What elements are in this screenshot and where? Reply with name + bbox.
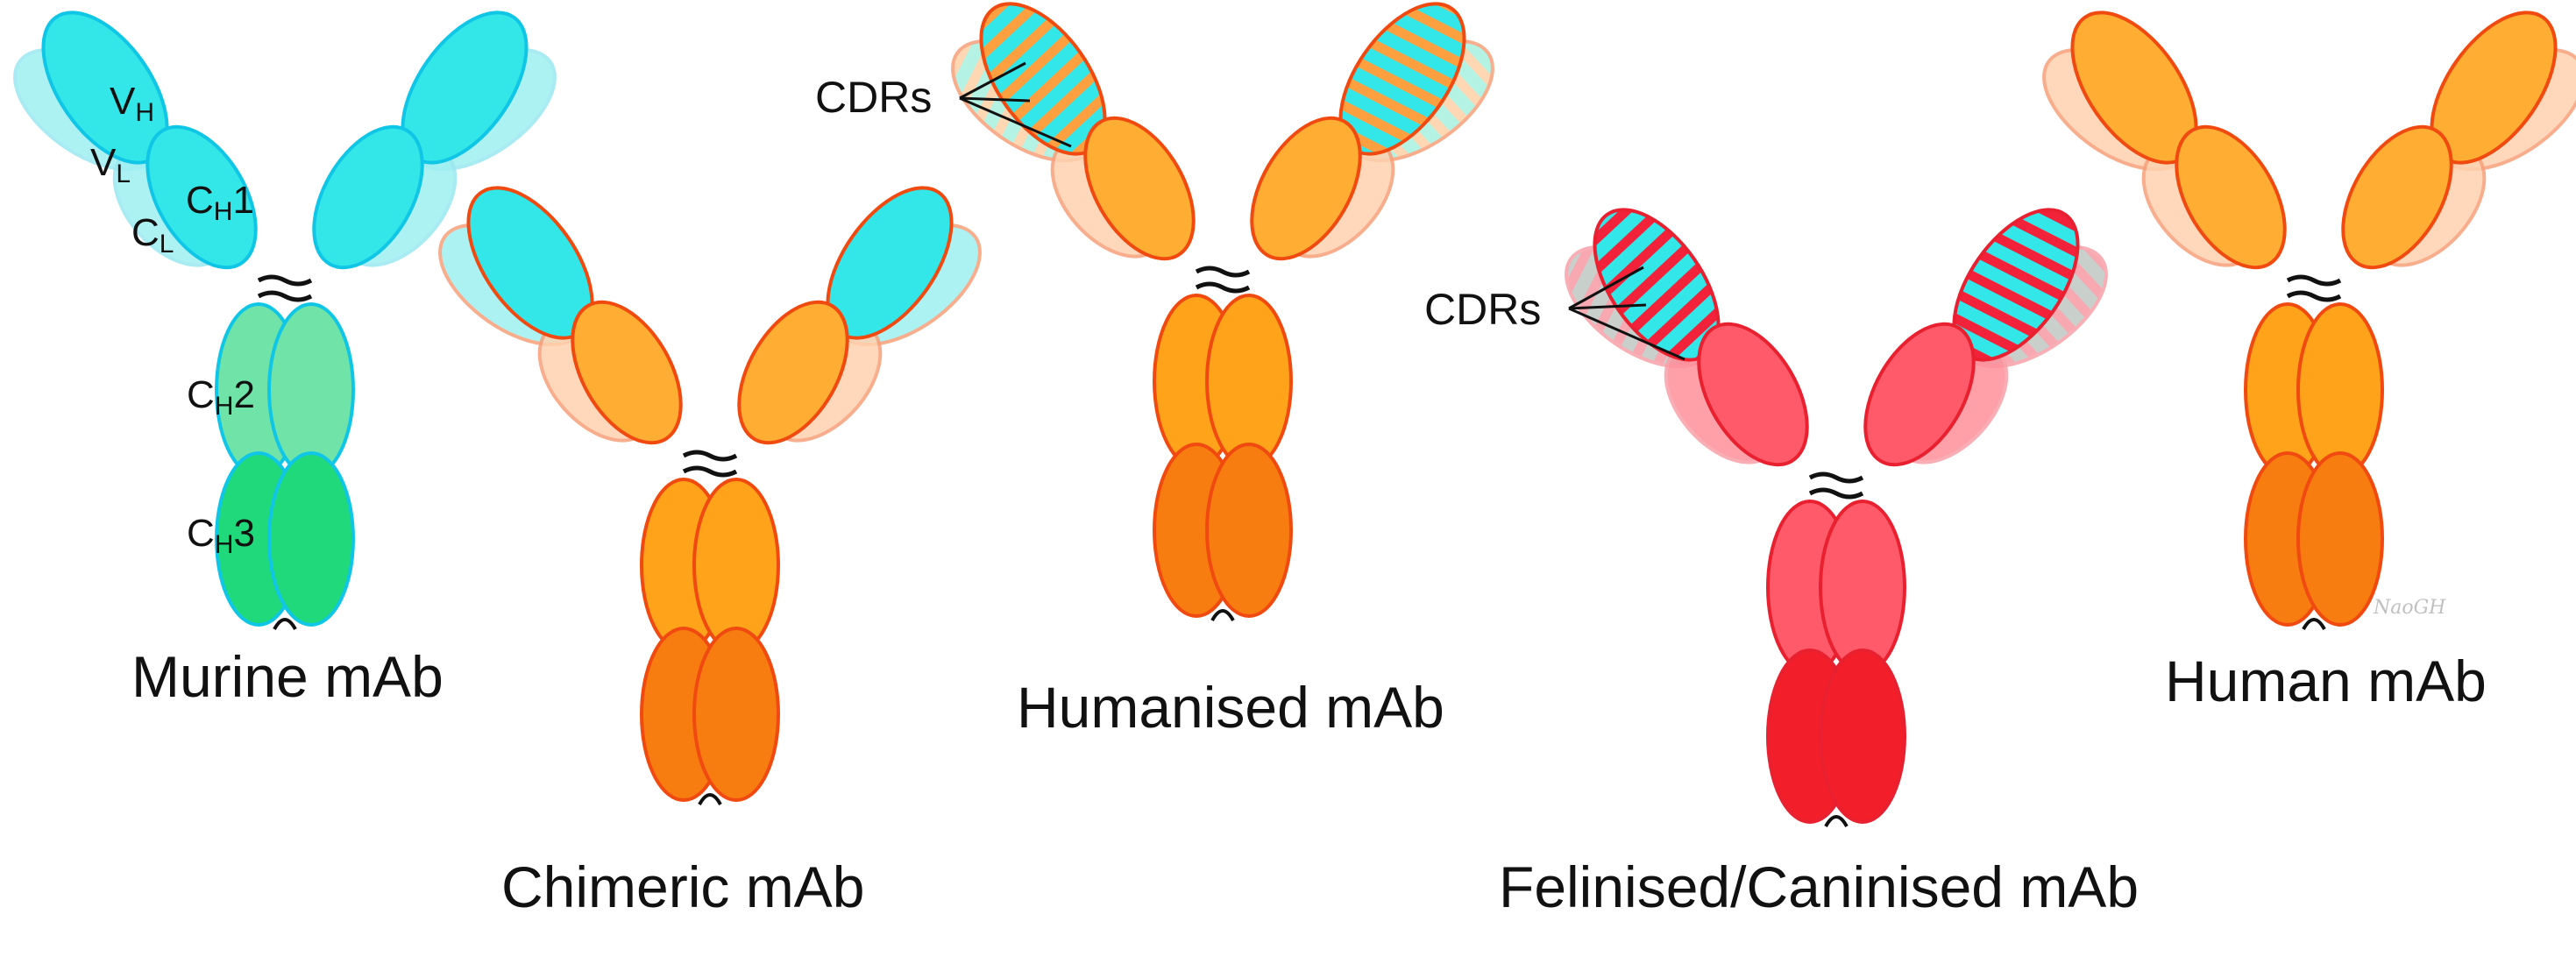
c-terminus-icon	[1210, 609, 1235, 622]
ch1-right-domain	[1863, 322, 1976, 467]
ch1-left-domain	[2175, 124, 2287, 270]
ch1-right-domain	[1250, 116, 1362, 261]
vl-label: VL	[90, 141, 131, 188]
vh-label: VH	[110, 80, 154, 127]
cdr-pointer-line	[959, 96, 1072, 148]
ch3-right-domain	[1819, 649, 1906, 824]
c-terminus-icon	[2302, 618, 2326, 631]
disulfide-bond-icon	[257, 274, 313, 302]
domain-labels: VH VL CL CH1 CH2 CH3	[90, 80, 255, 559]
ch1-right-domain	[312, 124, 424, 270]
ch1-label: CH1	[186, 179, 254, 226]
cdrs-label: CDRs	[815, 73, 932, 122]
cdrs-label: CDRs	[1424, 285, 1541, 334]
ch3-right-domain	[692, 627, 780, 802]
ch1-right-domain	[737, 300, 849, 445]
ch1-left-domain	[145, 124, 258, 270]
disulfide-bond-icon	[1808, 471, 1864, 500]
cl-label: CL	[131, 211, 174, 259]
ch1-left-domain	[571, 300, 683, 445]
human-caption: Human mAb	[2165, 649, 2487, 713]
cdr-pointer-line	[959, 96, 1031, 103]
ch2-right-domain	[692, 478, 780, 653]
c-terminus-icon	[698, 793, 722, 806]
ch2-right-domain	[2296, 302, 2384, 478]
disulfide-bond-icon	[2286, 274, 2342, 302]
chimeric-antibody	[438, 186, 982, 806]
ch1-left-domain	[1083, 116, 1196, 261]
felinised-caption: Felinised/Caninised mAb	[1499, 854, 2139, 919]
cdr-pointer-line	[1568, 303, 1647, 310]
ch3-right-domain	[267, 451, 355, 627]
ch1-right-domain	[2341, 124, 2453, 270]
artist-signature: NaoGH	[2373, 597, 2446, 619]
chimeric-caption: Chimeric mAb	[501, 854, 864, 919]
humanised-caption: Humanised mAb	[1017, 675, 1444, 740]
cdrs-callout-humanised: CDRs	[815, 61, 1072, 148]
disulfide-bond-icon	[682, 450, 738, 478]
ch2-right-domain	[1819, 500, 1906, 675]
cdr-pointer-line	[1568, 266, 1644, 310]
ch2-right-domain	[1205, 294, 1293, 469]
cdrs-callout-felinised: CDRs	[1424, 266, 1685, 361]
human-antibody	[2042, 11, 2576, 631]
c-terminus-icon	[1824, 815, 1849, 828]
murine-caption: Murine mAb	[131, 644, 444, 709]
c-terminus-icon	[273, 618, 297, 631]
ch2-label: CH2	[187, 373, 255, 421]
ch3-right-domain	[2296, 451, 2384, 627]
ch1-left-domain	[1697, 322, 1809, 467]
cdr-pointer-line	[959, 61, 1026, 100]
ch3-label: CH3	[187, 512, 255, 559]
ch3-right-domain	[1205, 443, 1293, 618]
humanised-antibody	[951, 2, 1494, 622]
ch2-right-domain	[267, 302, 355, 478]
cdr-pointer-line	[1568, 307, 1685, 361]
disulfide-bond-icon	[1195, 266, 1251, 294]
murine-antibody	[13, 11, 557, 631]
felinised-antibody	[1565, 208, 2108, 828]
